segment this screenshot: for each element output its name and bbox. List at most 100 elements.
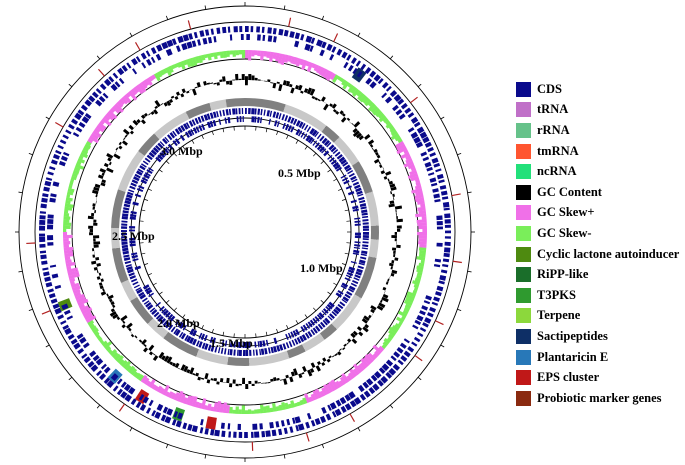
- cds-block: [182, 324, 188, 331]
- gc-content-bar: [101, 172, 105, 177]
- gc-skew-bar: [418, 209, 427, 214]
- cds-block: [354, 223, 361, 226]
- gc-skew-bar: [347, 84, 355, 93]
- gc-content-bar: [228, 383, 233, 388]
- scale-tick: [18, 270, 23, 273]
- cds-block: [351, 178, 358, 183]
- cds-block: [47, 219, 54, 224]
- cds-block: [354, 235, 361, 239]
- cds-block: [131, 57, 138, 66]
- cds-block: [292, 330, 298, 337]
- cds-block: [175, 45, 181, 53]
- cds-block: [354, 184, 361, 190]
- cds-block: [194, 117, 199, 125]
- cds-block: [267, 35, 273, 42]
- gc-content-bar: [340, 116, 347, 123]
- gc-content-bar: [154, 100, 161, 108]
- cds-block: [123, 254, 130, 258]
- gc-skew-bar: [69, 181, 74, 186]
- gc-content-bar: [110, 308, 115, 313]
- cds-block: [438, 179, 445, 184]
- contig-segment: [354, 256, 377, 299]
- gc-skew-bar: [228, 406, 233, 414]
- gc-skew-bar: [94, 331, 100, 337]
- cds-block: [60, 155, 68, 162]
- cds-block: [319, 146, 325, 153]
- gc-content-bar: [210, 82, 214, 85]
- cds-block: [136, 170, 143, 176]
- cds-block: [256, 26, 261, 33]
- scale-label-1-0: 1.0 Mbp: [300, 261, 343, 275]
- cds-block: [51, 273, 59, 279]
- cds-block: [325, 306, 331, 312]
- gc-skew-bar: [145, 380, 152, 387]
- cds-block: [359, 259, 366, 264]
- cds-block: [410, 131, 419, 139]
- gc-skew-bar: [145, 77, 153, 86]
- legend-swatch: [516, 102, 531, 118]
- cds-block: [142, 160, 149, 166]
- gc-content-bar: [270, 82, 274, 84]
- cds-block: [362, 222, 369, 225]
- cds-block: [296, 337, 302, 344]
- gc-content-bar: [93, 235, 100, 239]
- cds-block: [201, 342, 206, 349]
- gc-content-bar: [148, 113, 151, 116]
- cds-block: [39, 211, 47, 214]
- gc-skew-bar: [278, 404, 283, 411]
- gc-skew-bar: [391, 324, 400, 332]
- contig-segment: [352, 161, 373, 194]
- legend-item: EPS cluster: [516, 367, 684, 388]
- cds-block: [167, 324, 174, 331]
- gc-content-bar: [382, 286, 387, 291]
- legend-item: tmRNA: [516, 141, 684, 162]
- legend-item: GC Skew-: [516, 223, 684, 244]
- inner-tick: [333, 282, 337, 286]
- cds-block: [233, 26, 238, 33]
- inner-tick: [141, 252, 146, 255]
- gc-skew-bar: [222, 402, 228, 414]
- scale-tick: [321, 15, 325, 20]
- cds-block: [239, 116, 242, 123]
- probiotic-marker: [452, 260, 462, 264]
- gc-skew-bar: [372, 353, 379, 359]
- cds-block: [431, 157, 439, 164]
- gc-skew-bar: [403, 300, 413, 307]
- gc-content-bar: [391, 260, 395, 264]
- cds-block: [302, 324, 308, 331]
- cds-block: [198, 332, 203, 339]
- gc-skew-bar: [257, 409, 261, 414]
- cds-block: [254, 341, 257, 348]
- scale-tick: [389, 55, 394, 60]
- cds-block: [300, 33, 305, 41]
- cds-block: [217, 347, 221, 354]
- cds-block: [310, 138, 315, 145]
- contig-segment: [163, 331, 199, 357]
- cds-block: [142, 396, 149, 404]
- cds-block: [348, 285, 356, 291]
- gc-skew-bar: [179, 60, 186, 70]
- gc-skew-bar: [105, 112, 115, 121]
- gc-content-bar: [388, 203, 395, 208]
- gc-skew-bar: [390, 132, 400, 141]
- gc-skew-bar: [170, 392, 177, 400]
- cds-block: [233, 431, 237, 438]
- gc-skew-bar: [64, 256, 71, 261]
- gc-skew-bar: [269, 407, 274, 413]
- probiotic-marker: [41, 310, 51, 315]
- gc-skew-bar: [188, 395, 195, 407]
- gc-content-bar: [128, 124, 135, 131]
- gc-content-bar: [181, 88, 186, 94]
- gc-skew-bar: [357, 364, 365, 372]
- cds-block: [287, 332, 292, 339]
- cds-block: [393, 351, 401, 358]
- gc-skew-bar: [151, 74, 157, 80]
- gc-skew-bar: [197, 55, 203, 64]
- cds-block: [131, 252, 138, 256]
- cds-block: [345, 274, 352, 279]
- gc-skew-bar: [92, 130, 102, 138]
- cds-block: [328, 301, 335, 308]
- cds-block: [444, 224, 451, 228]
- cds-block: [340, 174, 347, 179]
- cds-block: [155, 145, 161, 151]
